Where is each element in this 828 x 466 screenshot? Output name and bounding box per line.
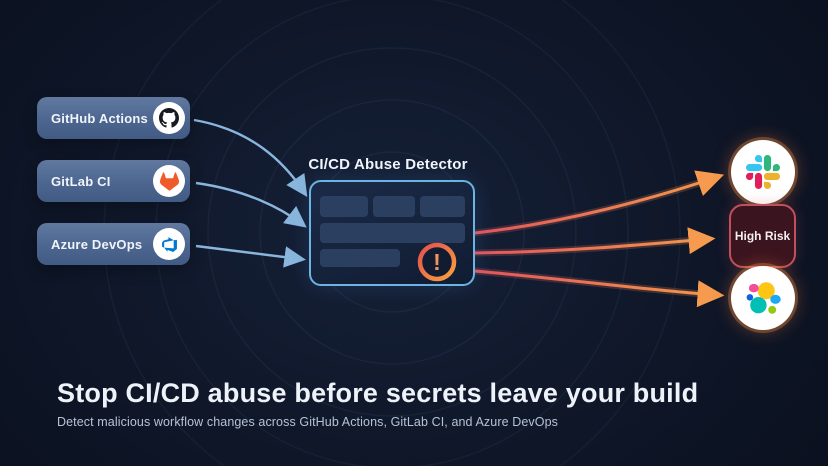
detector-box: !: [309, 180, 475, 286]
slack-icon: [731, 140, 795, 204]
detector-chip: [420, 196, 465, 217]
azure-devops-icon: [153, 228, 185, 260]
elastic-icon: [731, 266, 795, 330]
arrow-detector-to-highrisk: [474, 227, 716, 255]
input-arrows: [193, 118, 308, 268]
arrow-gitlab-to-detector: [195, 181, 307, 228]
arrow-azure-to-detector: [195, 244, 306, 268]
subtitle: Detect malicious workflow changes across…: [57, 415, 558, 429]
source-label: GitLab CI: [51, 173, 111, 189]
warning-icon: !: [414, 239, 460, 285]
detector-title: CI/CD Abuse Detector: [308, 156, 468, 173]
arrow-github-to-detector: [193, 118, 308, 197]
source-label: GitHub Actions: [51, 110, 148, 126]
detector-chip: [320, 196, 368, 217]
headline: Stop CI/CD abuse before secrets leave yo…: [57, 378, 699, 408]
source-card-gitlab-ci: GitLab CI: [37, 160, 190, 202]
github-icon: [153, 102, 185, 134]
source-label: Azure DevOps: [51, 236, 143, 252]
warning-glyph: !: [433, 249, 441, 275]
detector-bar-wide: [320, 223, 465, 243]
high-risk-label: High Risk: [734, 229, 791, 243]
detector-chip: [373, 196, 415, 217]
detector-bar-small: [320, 249, 400, 267]
arrow-detector-to-elastic: [474, 269, 725, 308]
arrow-detector-to-slack: [474, 170, 725, 235]
source-card-azure-devops: Azure DevOps: [37, 223, 190, 265]
output-arrows: [474, 170, 725, 308]
gitlab-icon: [153, 165, 185, 197]
high-risk-badge: High Risk: [729, 204, 796, 268]
source-card-github-actions: GitHub Actions: [37, 97, 190, 139]
